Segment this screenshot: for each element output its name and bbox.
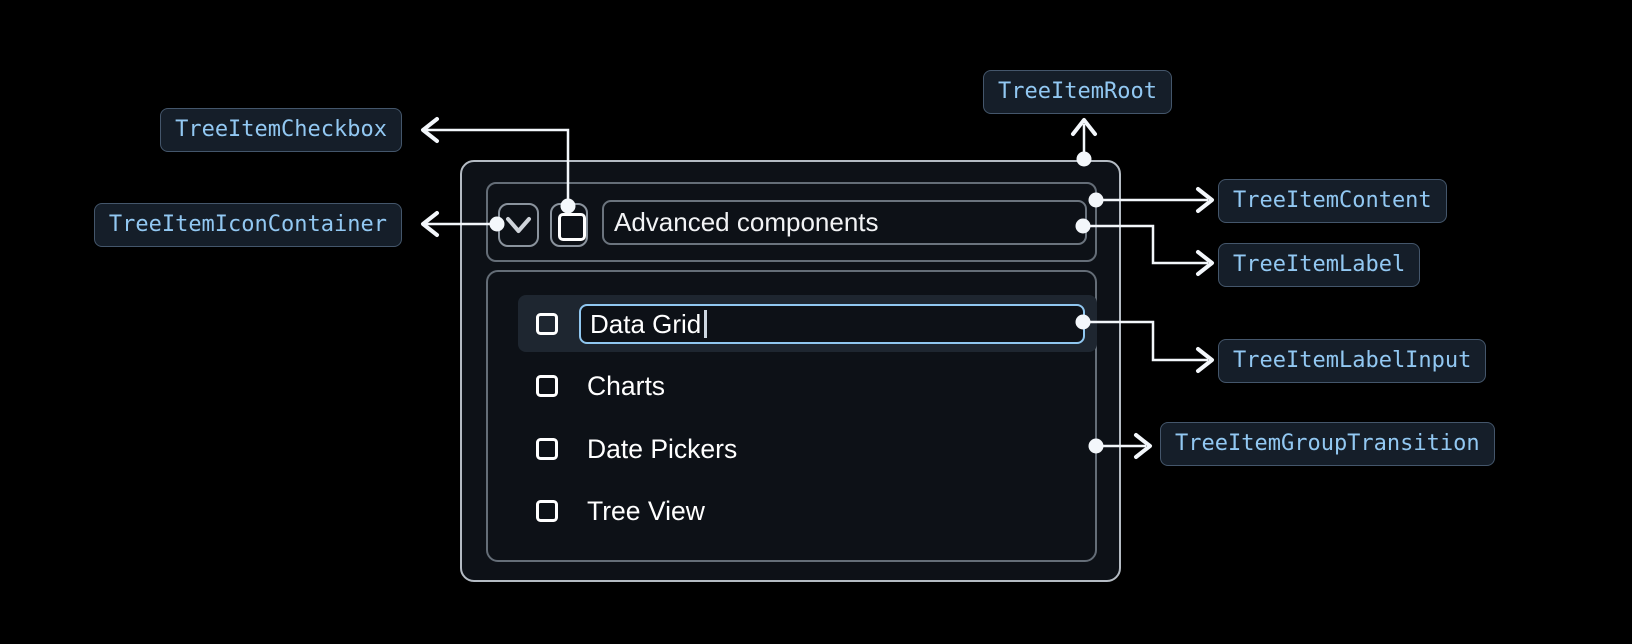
label-input-value: Data Grid: [590, 308, 702, 339]
arrowhead-left-icon: [421, 117, 439, 143]
chevron-down-icon: [506, 217, 531, 233]
checkbox-unchecked-icon[interactable]: [536, 313, 558, 335]
tree-item-label-text: Date Pickers: [587, 433, 738, 464]
badge-tree-item-icon-container: TreeItemIconContainer: [93, 203, 402, 247]
checkbox-unchecked-icon[interactable]: [536, 500, 558, 522]
tree-item-icon-container[interactable]: [498, 203, 539, 247]
checkbox-unchecked-icon[interactable]: [536, 438, 558, 460]
tree-item-label-text: Tree View: [587, 495, 705, 526]
tree-item-label-input[interactable]: Data Grid: [579, 304, 1085, 344]
tree-item-row-tree-view[interactable]: Tree View: [536, 489, 705, 533]
arrowhead-right-icon: [1196, 187, 1214, 213]
arrowhead-up-icon: [1071, 118, 1097, 136]
tree-item-root: Advanced components Data Grid Charts Dat…: [460, 160, 1121, 582]
checkbox-unchecked-icon[interactable]: [536, 375, 558, 397]
badge-tree-item-checkbox: TreeItemCheckbox: [160, 108, 402, 152]
arrowhead-left-icon: [421, 211, 439, 237]
badge-tree-item-group-transition: TreeItemGroupTransition: [1160, 422, 1495, 466]
tree-item-label-text: Advanced components: [614, 207, 879, 237]
text-cursor: [704, 310, 707, 338]
checkbox-unchecked-icon: [558, 213, 586, 241]
tree-item-checkbox[interactable]: [550, 203, 588, 247]
badge-tree-item-content: TreeItemContent: [1218, 179, 1447, 223]
tree-item-label: Advanced components: [602, 200, 1087, 245]
tree-item-row-date-pickers[interactable]: Date Pickers: [536, 427, 737, 471]
arrowhead-right-icon: [1196, 347, 1214, 373]
badge-tree-item-label: TreeItemLabel: [1218, 243, 1421, 287]
tree-item-row-charts[interactable]: Charts: [536, 364, 665, 408]
tree-item-row-data-grid[interactable]: Data Grid: [518, 295, 1097, 352]
badge-tree-item-root: TreeItemRoot: [983, 70, 1172, 114]
tree-item-group-transition: Data Grid Charts Date Pickers Tree View: [486, 270, 1097, 562]
badge-tree-item-label-input: TreeItemLabelInput: [1218, 339, 1487, 383]
tree-item-label-text: Charts: [587, 370, 666, 401]
arrowhead-right-icon: [1134, 433, 1152, 459]
tree-item-content[interactable]: Advanced components: [486, 182, 1097, 262]
arrowhead-right-icon: [1196, 250, 1214, 276]
